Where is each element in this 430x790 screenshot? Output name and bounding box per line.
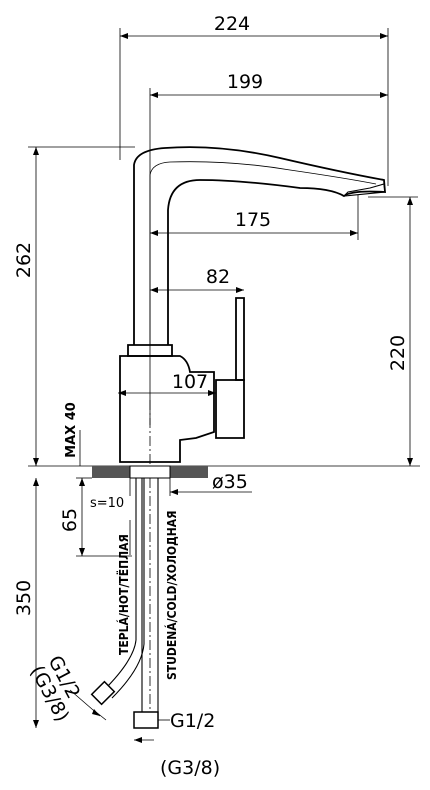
dim-262: 262	[13, 146, 135, 466]
dim-max-40-label: MAX 40	[64, 402, 79, 458]
dim-350: 350	[13, 478, 39, 728]
dim-224: 224	[119, 13, 389, 186]
hoses	[90, 478, 159, 729]
hot-hose-label: TEPLÁ/HOT/ТЁПЛАЯ	[116, 534, 131, 655]
thread-g12-label: G1/2	[170, 710, 215, 732]
dim-max-40: MAX 40	[64, 402, 81, 466]
dim-82: 82	[150, 266, 244, 293]
dim-224-label: 224	[214, 13, 250, 35]
dim-82-label: 82	[206, 266, 230, 288]
dim-199-label: 199	[227, 71, 263, 93]
thread-g38-label: (G3/8)	[160, 757, 220, 779]
dim-65: 65	[59, 477, 132, 557]
dim-262-label: 262	[13, 242, 35, 278]
cold-hose-label: STUDENÁ/COLD/ХОЛОДНАЯ	[164, 511, 179, 680]
dim-107: 107	[118, 371, 216, 396]
dim-35-label: ø35	[212, 471, 248, 493]
dim-107-label: 107	[172, 371, 208, 393]
dim-s10-label: s=10	[90, 496, 124, 511]
faucet-body	[119, 146, 386, 470]
dim-175: 175	[150, 195, 359, 240]
thread-right: G1/2 (G3/8)	[134, 710, 220, 779]
thread-left: G1/2 (G3/8)	[26, 652, 107, 725]
dim-220: 220	[368, 196, 418, 466]
dim-175-label: 175	[235, 209, 271, 231]
base-plate: ø35	[92, 465, 252, 496]
dim-220-label: 220	[387, 335, 409, 371]
dim-350-label: 350	[13, 580, 35, 616]
dim-65-label: 65	[59, 508, 81, 532]
